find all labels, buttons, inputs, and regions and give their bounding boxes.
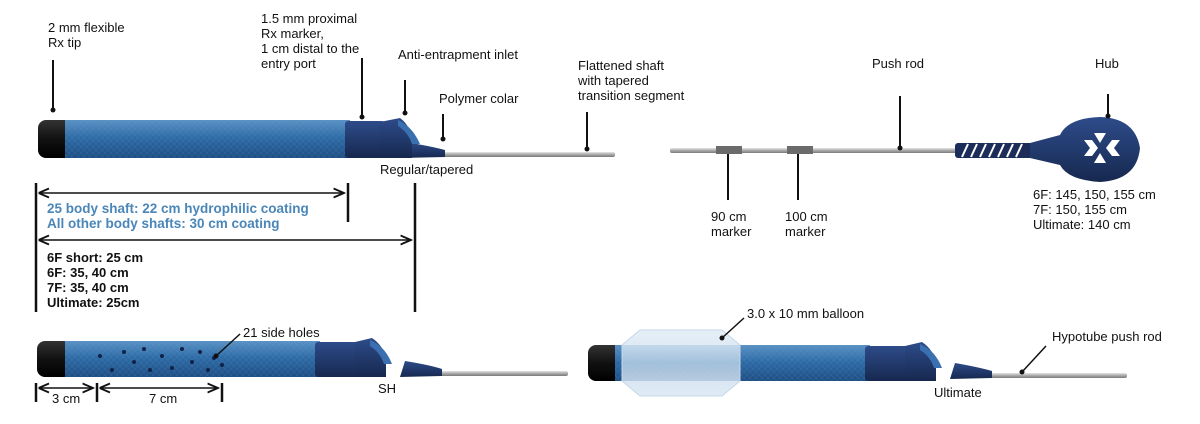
- marker-100cm: [787, 146, 813, 154]
- side-holes-label: 21 side holes: [243, 325, 320, 340]
- length-line-1: 6F short: 25 cm: [47, 250, 144, 265]
- guidewire: [440, 152, 615, 157]
- marker-90cm: [716, 146, 742, 154]
- tip-callout-dot: [50, 107, 56, 113]
- sh-catheter: [37, 338, 568, 377]
- holes-callout-line: [215, 333, 241, 357]
- hypotube: [990, 373, 1127, 378]
- flattened-shaft-label: Flattened shaft with tapered transition …: [578, 58, 685, 103]
- balloon-callout-line: [721, 317, 745, 339]
- length-line-2: 6F: 35, 40 cm: [47, 265, 129, 280]
- rx-marker: [345, 121, 385, 158]
- hub-logo-icon: [1084, 133, 1120, 163]
- ultimate-label: Ultimate: [934, 385, 982, 400]
- tip-label: 2 mm flexible Rx tip: [48, 20, 125, 50]
- collar-label: Polymer colar: [439, 91, 519, 106]
- balloon-label: 3.0 x 10 mm balloon: [747, 306, 865, 321]
- regular-tapered-label: Regular/tapered: [380, 162, 474, 177]
- dim-7cm-label: 7 cm: [149, 391, 178, 406]
- inlet-label: Anti-entrapment inlet: [398, 47, 518, 62]
- balloon: [621, 329, 741, 397]
- hub-label: Hub: [1095, 56, 1119, 71]
- push-rod: [670, 148, 960, 153]
- regular-catheter: [38, 118, 615, 158]
- coating-line-2: All other body shafts: 30 cm coating: [47, 216, 280, 231]
- coating-line-1: 25 body shaft: 22 cm hydrophilic coating: [47, 201, 309, 216]
- sh-tip: [37, 341, 72, 377]
- side-holes: [98, 347, 224, 372]
- anti-entrapment-inlet: [380, 118, 412, 158]
- dim-3cm-label: 3 cm: [52, 391, 81, 406]
- rx-marker-label: 1.5 mm proximal Rx marker, 1 cm distal t…: [261, 11, 360, 71]
- length-line-3: 7F: 35, 40 cm: [47, 280, 129, 295]
- hypotube-label: Hypotube push rod: [1052, 329, 1162, 344]
- ultimate-catheter: [588, 329, 1127, 397]
- hub: [1030, 117, 1140, 182]
- marker-100-label: 100 cm marker: [785, 209, 828, 239]
- length-line-4: Ultimate: 25cm: [47, 295, 140, 310]
- push-rod-assembly: [670, 117, 1140, 182]
- hypotube-callout-line: [1021, 345, 1047, 373]
- rx-tip: [38, 120, 73, 158]
- sh-label: SH: [378, 381, 397, 396]
- ultimate-tip: [588, 345, 623, 381]
- guidewire: [440, 371, 568, 376]
- hub-lengths-label: 6F: 145, 150, 155 cm 7F: 150, 155 cm Ult…: [1033, 187, 1156, 232]
- marker-90-label: 90 cm marker: [711, 209, 752, 239]
- push-rod-label: Push rod: [872, 56, 925, 71]
